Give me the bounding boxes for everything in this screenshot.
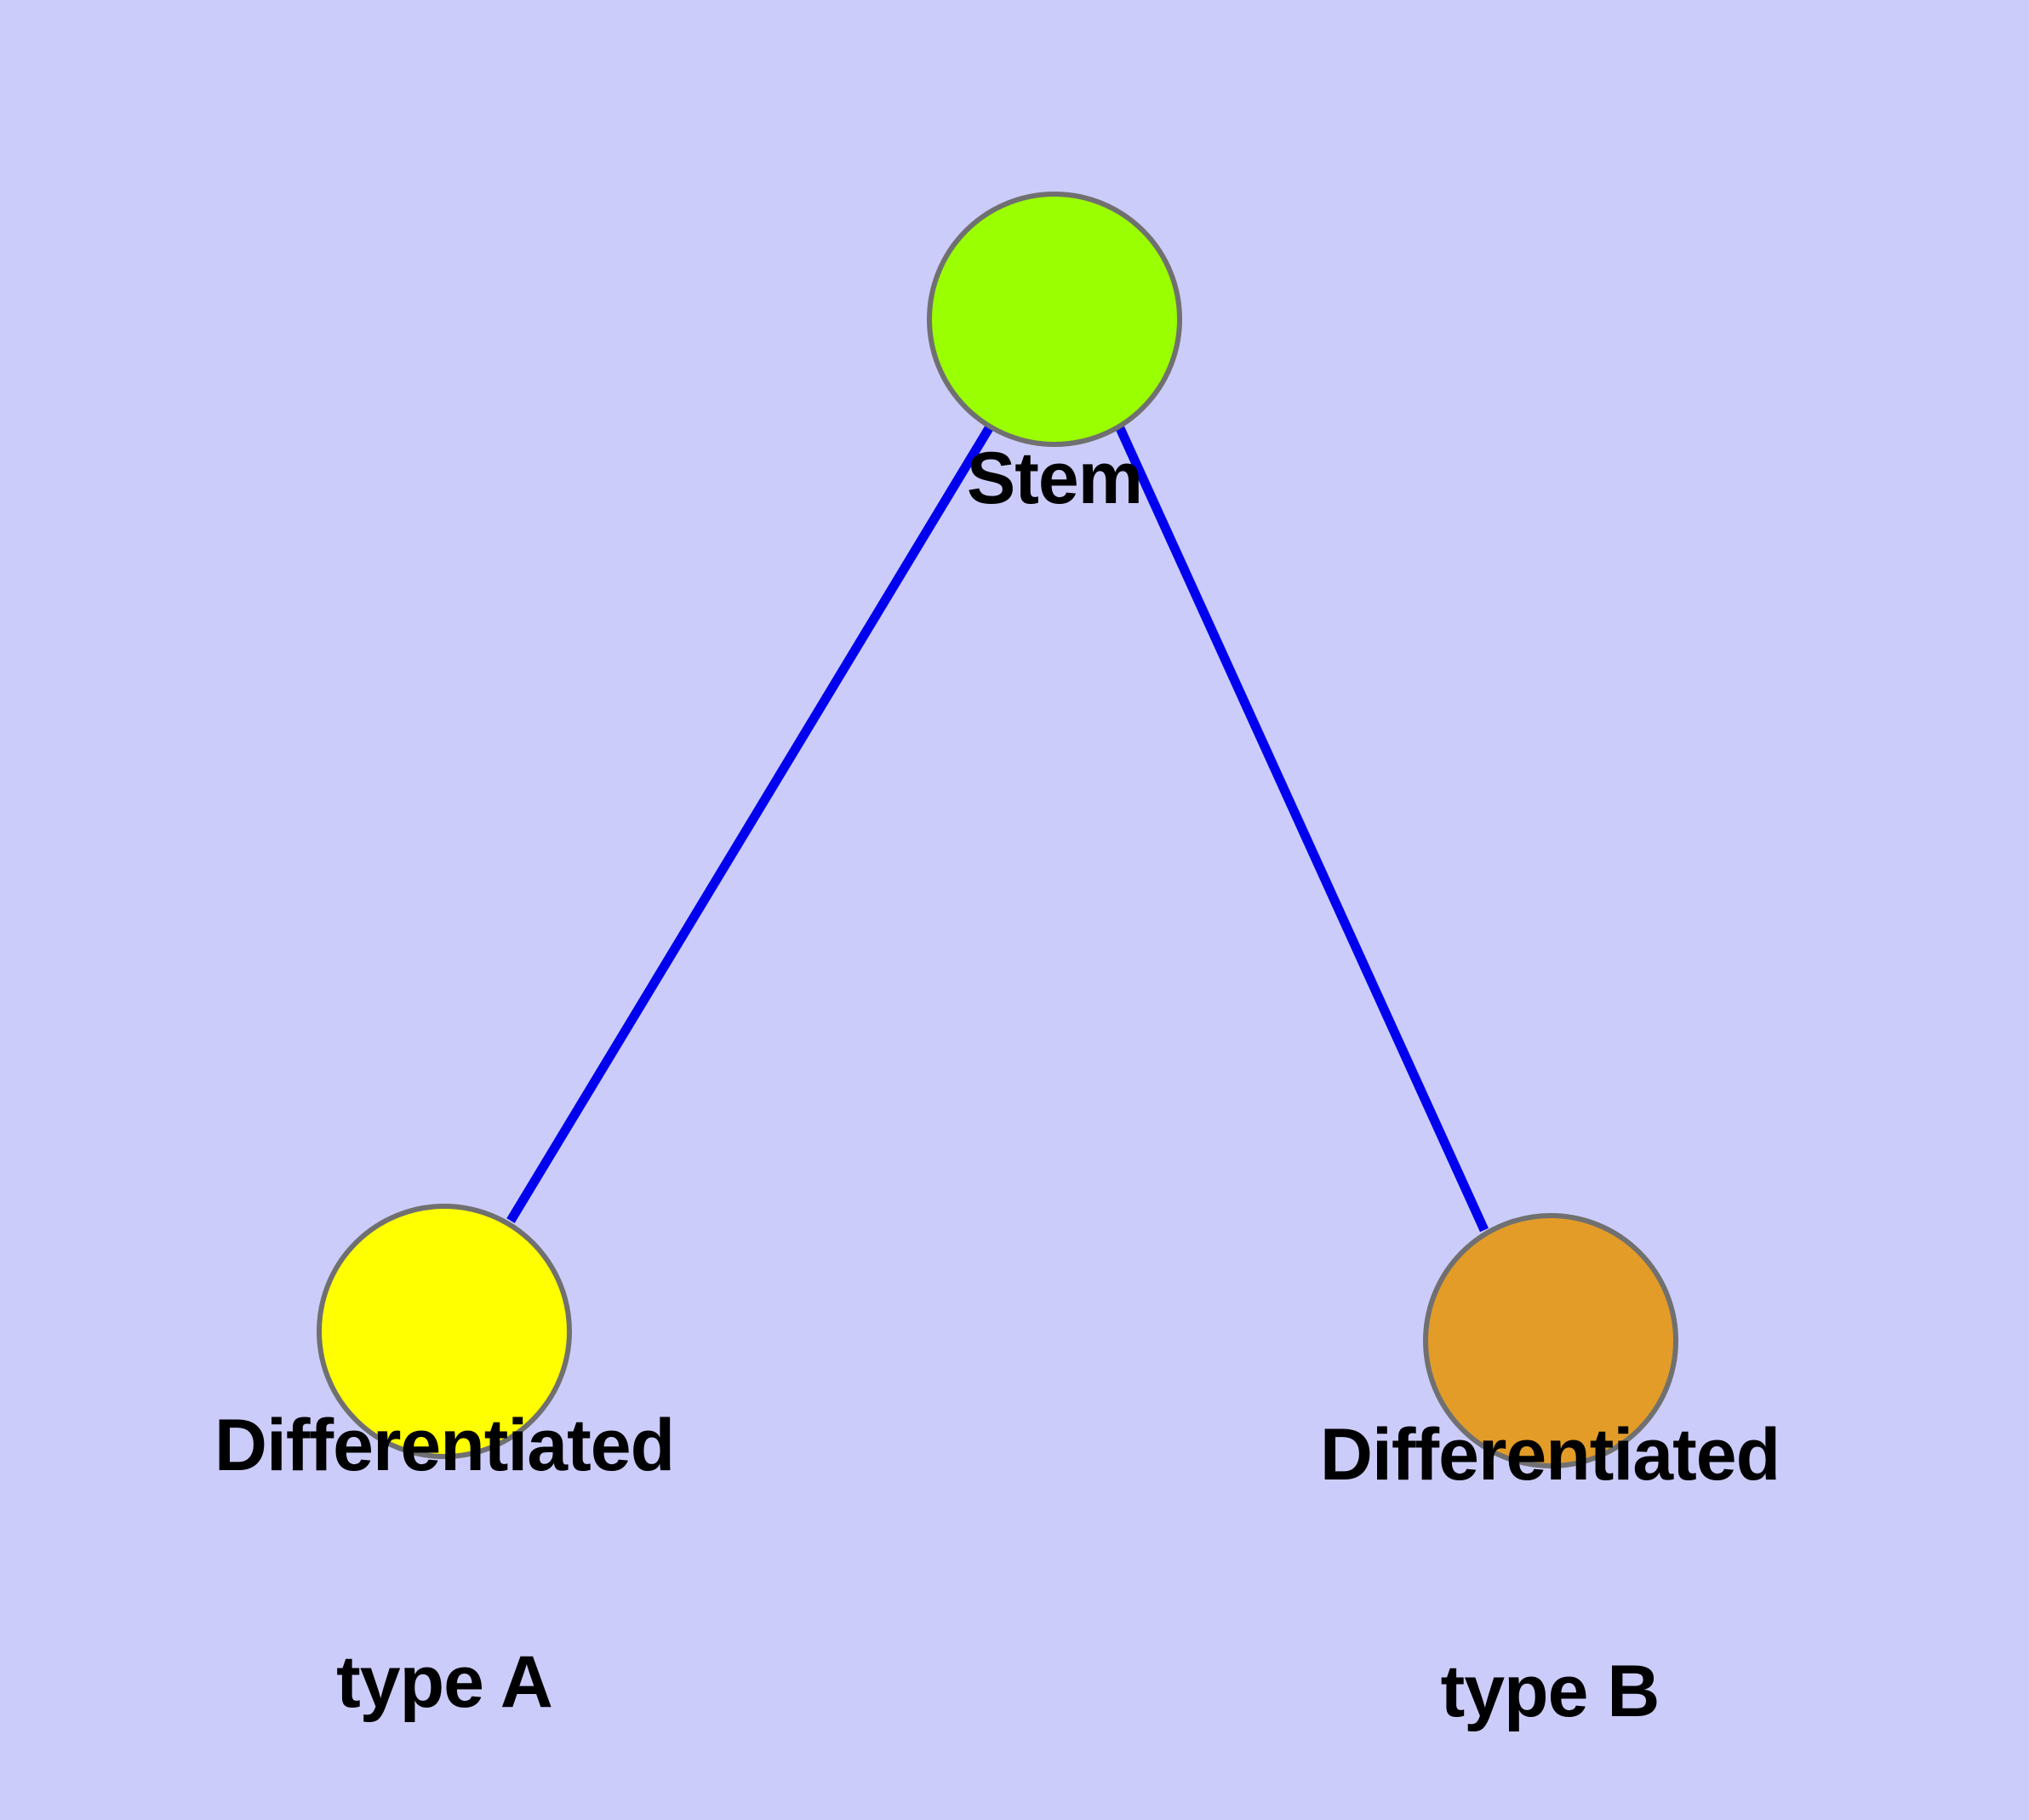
edge-stem-to-differentiated-type-b[interactable] [1115,426,1489,1233]
node-differentiated-type-b[interactable] [1423,1213,1678,1468]
edge-stem-to-differentiated-type-a[interactable] [506,426,993,1223]
node-differentiated-type-a[interactable] [317,1204,572,1459]
node-stem[interactable] [927,192,1182,447]
